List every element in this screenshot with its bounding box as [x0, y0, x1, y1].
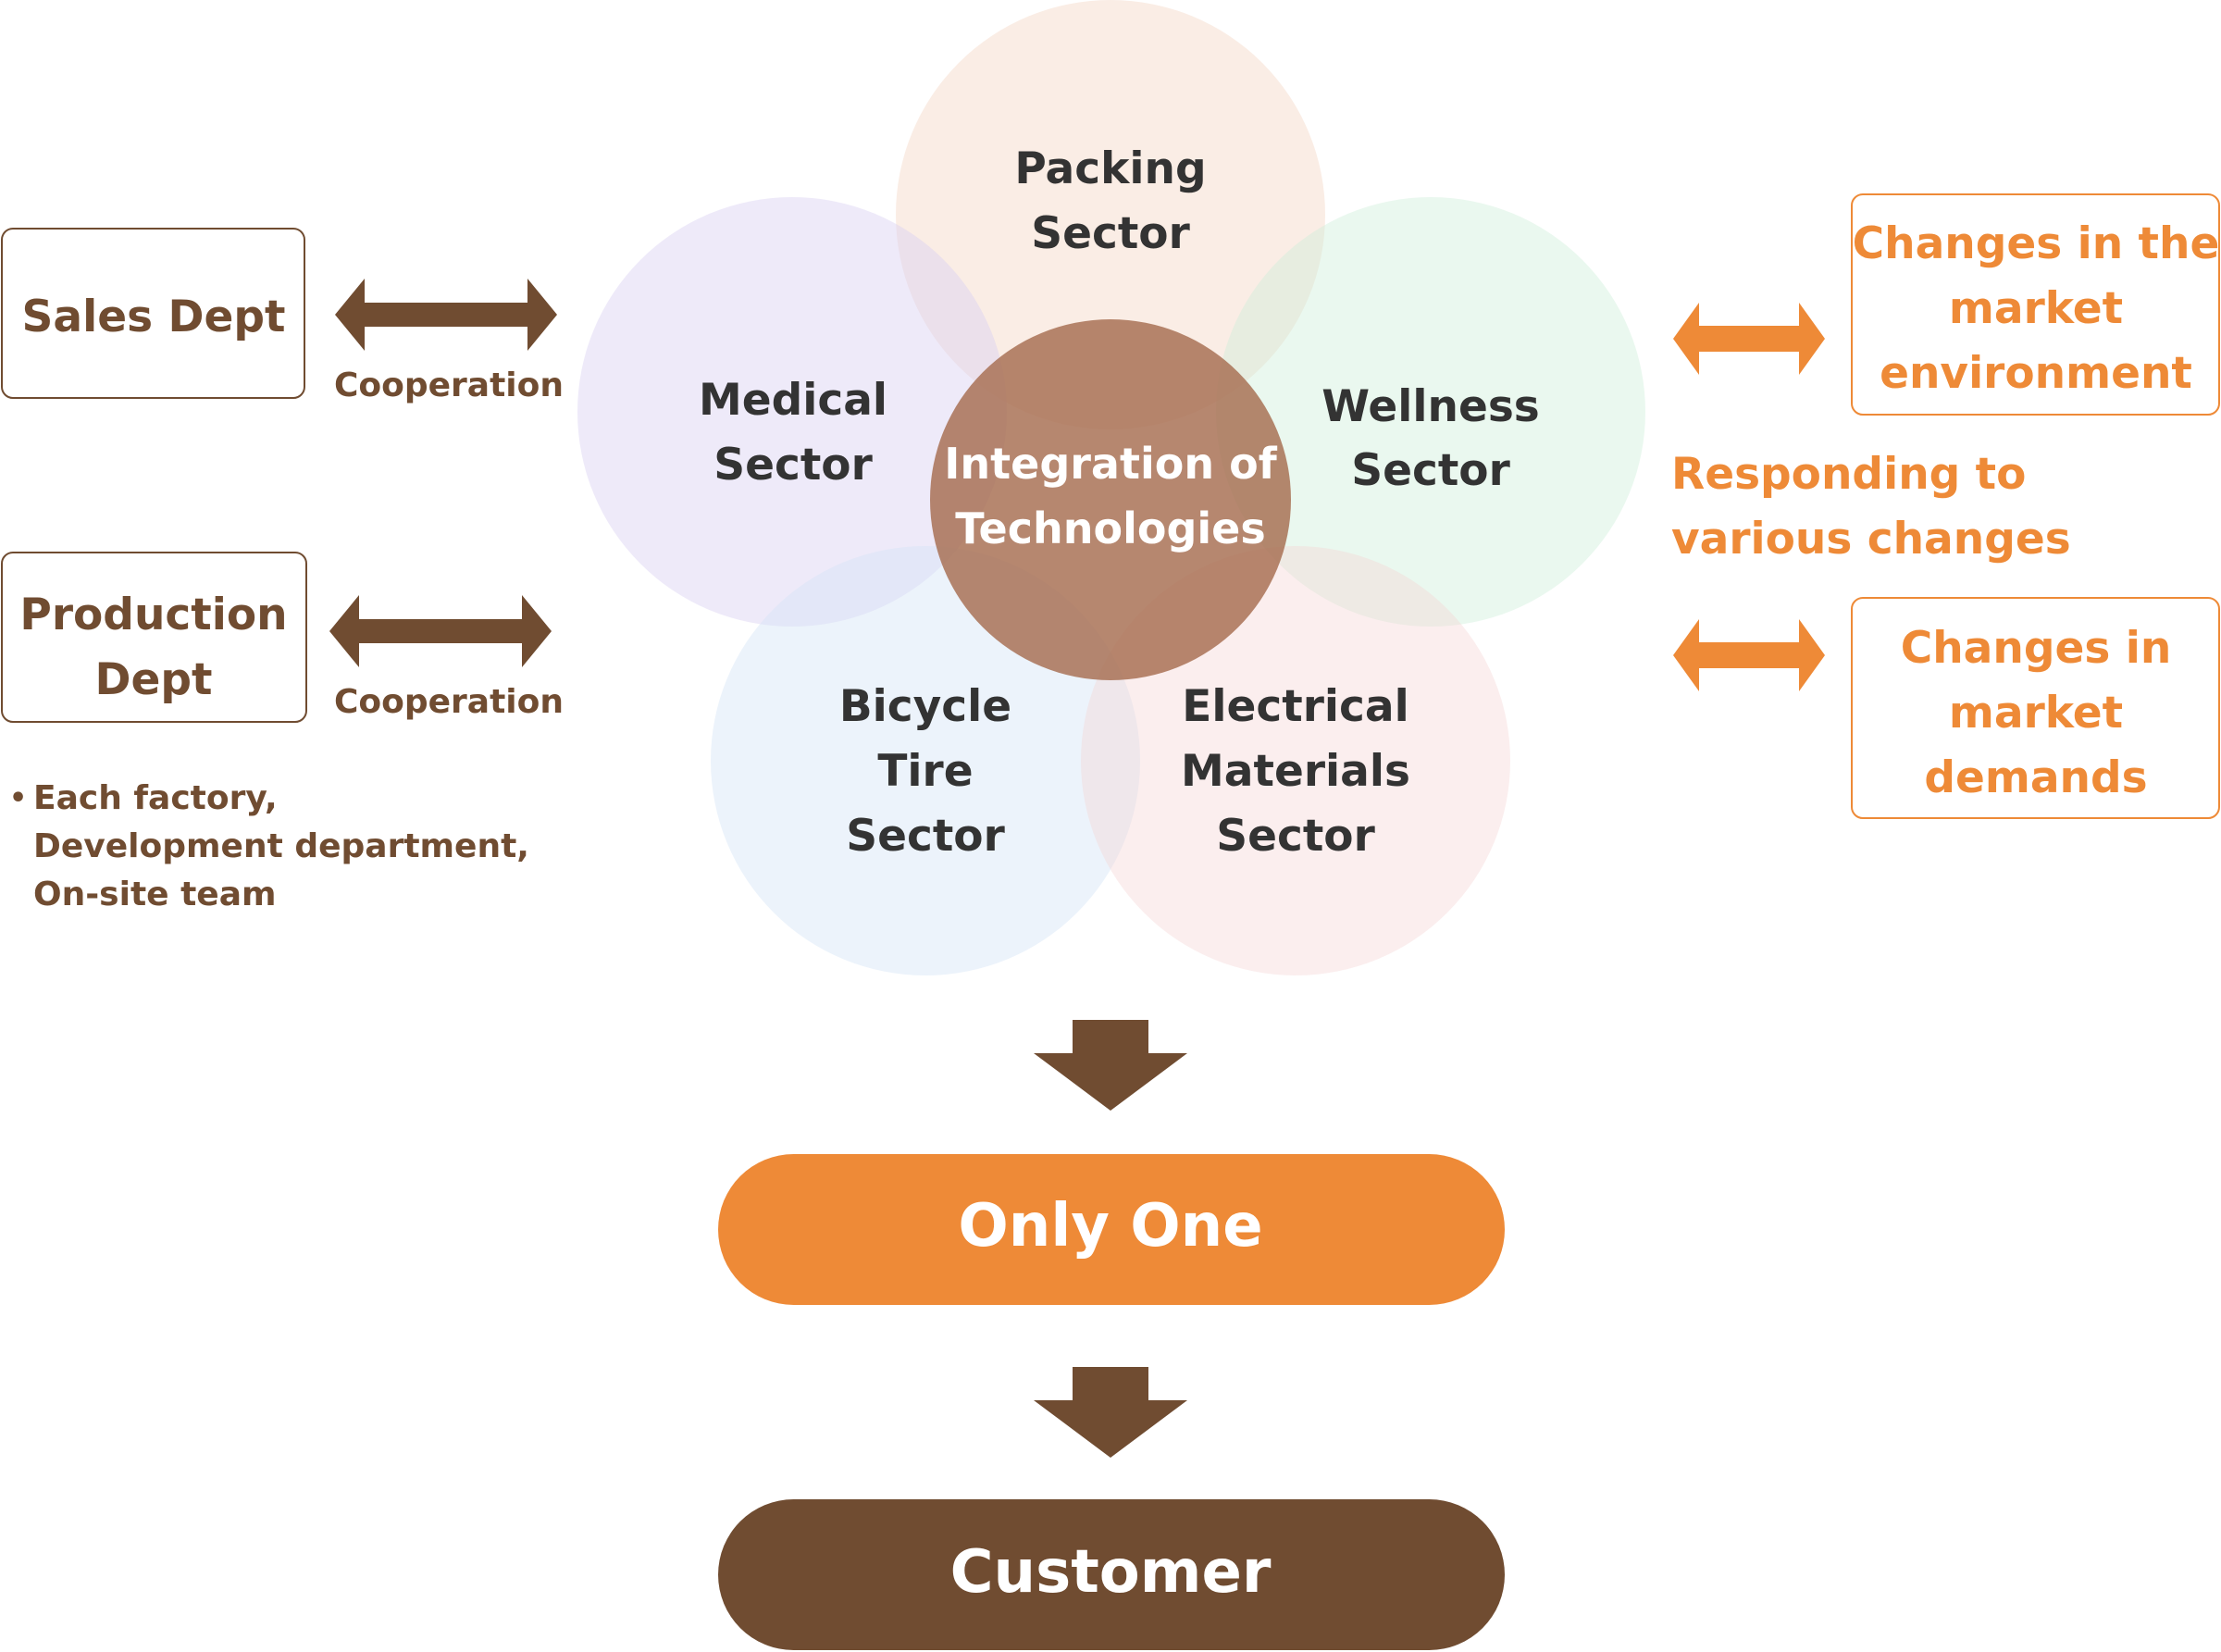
medical-sector-label-2: Sector: [713, 440, 873, 491]
customer-pill: [718, 1499, 1505, 1650]
wellness-sector-label-2: Sector: [1351, 445, 1510, 496]
production-cooperation-arrow: [329, 595, 552, 667]
sales-dept-box: [1, 228, 305, 399]
responding-label-2: various changes: [1671, 514, 2071, 565]
note-bullet: •: [9, 782, 27, 814]
integration-label-1: Integration of: [944, 439, 1277, 489]
sales-cooperation-arrow: [335, 279, 557, 351]
market-demands-arrow: [1673, 619, 1825, 691]
packing-sector-circle: [896, 0, 1325, 429]
customer-label: Customer: [950, 1538, 1272, 1607]
medical-sector-circle: [577, 197, 1007, 627]
integration-label-2: Technologies: [955, 503, 1265, 553]
electrical-sector-label-3: Sector: [1216, 811, 1375, 862]
responding-label-1: Responding to: [1671, 449, 2026, 500]
sales-dept-label: Sales Dept: [22, 292, 286, 342]
integration-center-circle: [930, 319, 1291, 680]
only-one-pill: [718, 1154, 1505, 1305]
packing-sector-label-2: Sector: [1031, 208, 1190, 259]
market-demands-box: [1851, 597, 2220, 819]
market-environment-label-3: environment: [1880, 348, 2192, 399]
market-demands-label-1: Changes in: [1901, 623, 2172, 674]
electrical-sector-label-1: Electrical: [1182, 681, 1408, 732]
electrical-sector-label-2: Materials: [1181, 746, 1410, 797]
production-cooperation-label: Cooperation: [334, 683, 564, 721]
market-environment-label-2: market: [1949, 283, 2123, 334]
production-dept-label-2: Dept: [94, 654, 212, 705]
responding-text: Responding to various changes: [1671, 449, 2071, 565]
production-dept-label-1: Production: [19, 590, 287, 640]
customer-group: Customer: [718, 1499, 1505, 1650]
production-dept-group: Production Dept Cooperation: [1, 552, 564, 723]
market-demands-label-3: demands: [1924, 752, 2147, 803]
production-note: • Each factory, Development department, …: [9, 779, 529, 913]
wellness-sector-label-1: Wellness: [1321, 381, 1540, 432]
bicycle-sector-label-3: Sector: [846, 811, 1005, 862]
sales-cooperation-label: Cooperation: [334, 366, 564, 404]
note-line-3: On-site team: [33, 876, 277, 913]
down-arrow-2: [1034, 1367, 1187, 1458]
market-demands-group: Changes in market demands: [1673, 597, 2220, 819]
note-line-1: Each factory,: [33, 779, 278, 817]
only-one-label: Only One: [958, 1192, 1262, 1261]
market-demands-label-2: market: [1949, 688, 2123, 739]
sector-circles: [577, 0, 1645, 975]
only-one-group: Only One: [718, 1154, 1505, 1305]
market-environment-label-1: Changes in the: [1853, 218, 2220, 269]
market-environment-arrow: [1673, 303, 1825, 375]
note-line-2: Development department,: [33, 827, 529, 865]
packing-sector-label-1: Packing: [1014, 143, 1206, 194]
market-environment-group: Changes in the market environment: [1673, 193, 2220, 416]
down-arrow-1: [1034, 1020, 1187, 1111]
sales-dept-group: Sales Dept Cooperation: [1, 228, 564, 404]
medical-sector-label-1: Medical: [699, 375, 887, 426]
wellness-sector-circle: [1216, 197, 1645, 627]
market-environment-box: [1851, 193, 2220, 416]
production-dept-box: [1, 552, 307, 723]
bicycle-sector-label-1: Bicycle: [839, 681, 1011, 732]
bicycle-sector-label-2: Tire: [877, 746, 973, 797]
